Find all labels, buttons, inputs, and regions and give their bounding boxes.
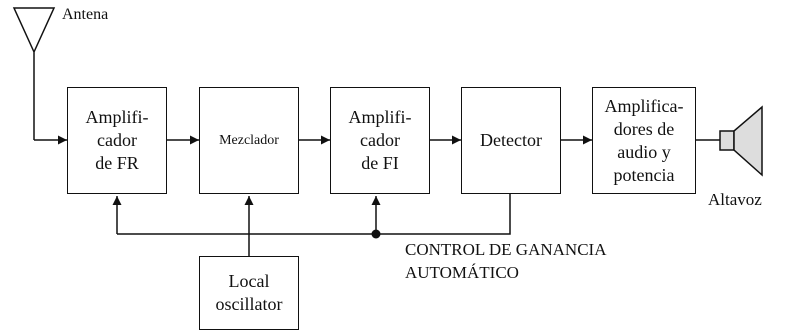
rf-amplifier-block: Amplifi- cador de FR bbox=[67, 87, 167, 194]
audio-amplifier-block: Amplifica- dores de audio y potencia bbox=[592, 87, 696, 194]
antenna-label: Antena bbox=[62, 6, 109, 23]
audio-amplifier-label: Amplifica- dores de audio y potencia bbox=[604, 95, 684, 185]
if-amplifier-block: Amplifi- cador de FI bbox=[330, 87, 430, 194]
antenna-icon bbox=[12, 7, 56, 140]
speaker-label: Altavoz bbox=[708, 190, 762, 209]
agc-bus-line bbox=[117, 194, 511, 235]
agc-label-line1: CONTROL DE GANANCIA bbox=[405, 240, 607, 259]
agc-label-line2: AUTOMÁTICO bbox=[405, 263, 519, 282]
detector-label: Detector bbox=[480, 130, 542, 150]
if-amplifier-label: Amplifi- cador de FI bbox=[348, 107, 412, 173]
mixer-label: Mezclador bbox=[219, 133, 279, 148]
local-oscillator-label: Local oscillator bbox=[215, 271, 283, 314]
speaker-icon bbox=[719, 130, 735, 151]
mixer-block: Mezclador bbox=[199, 87, 299, 194]
speaker-cone bbox=[733, 105, 763, 177]
rf-amplifier-label: Amplifi- cador de FR bbox=[85, 107, 149, 173]
agc-junction-dot bbox=[371, 229, 381, 239]
detector-block: Detector bbox=[461, 87, 561, 194]
local-oscillator-block: Local oscillator bbox=[199, 256, 299, 330]
